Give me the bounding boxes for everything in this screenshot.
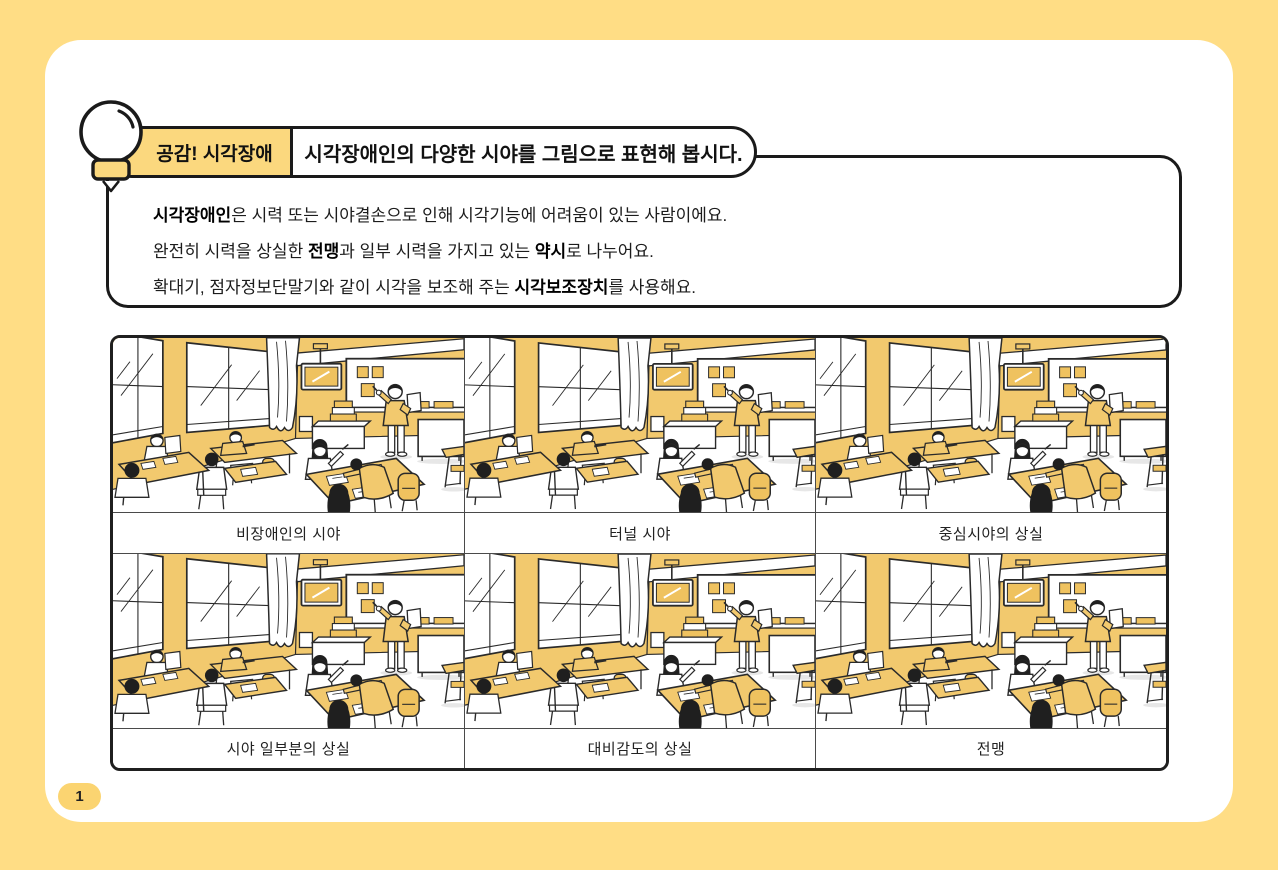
classroom-illustration xyxy=(816,338,1166,512)
vision-panel-caption: 시야 일부분의 상실 xyxy=(113,728,464,768)
vision-panel-caption: 중심시야의 상실 xyxy=(816,512,1166,553)
vision-grid: 비장애인의 시야 터널 시야 중심시야의 상실 시야 일부분의 상실 대비감도의… xyxy=(110,335,1169,771)
vision-panel: 중심시야의 상실 xyxy=(815,338,1166,553)
page-title: 시각장애인의 다양한 시야를 그림으로 표현해 봅시다. xyxy=(304,143,743,166)
vision-panel: 전맹 xyxy=(815,553,1166,768)
classroom-illustration xyxy=(465,554,815,728)
classroom-illustration xyxy=(113,554,464,728)
intro-line-2: 완전히 시력을 상실한 전맹과 일부 시력을 가지고 있는 약시로 나누어요. xyxy=(153,242,654,261)
vision-panel: 비장애인의 시야 xyxy=(113,338,464,553)
classroom-illustration xyxy=(816,554,1166,728)
intro-box: 시각장애인은 시력 또는 시야결손으로 인해 시각기능에 어려움이 있는 사람이… xyxy=(106,155,1182,308)
vision-panel: 대비감도의 상실 xyxy=(464,553,815,768)
vision-panel: 시야 일부분의 상실 xyxy=(113,553,464,768)
vision-panel-caption: 터널 시야 xyxy=(465,512,815,553)
lightbulb-icon xyxy=(79,100,143,193)
vision-panel-caption: 비장애인의 시야 xyxy=(113,512,464,553)
page-number-badge: 1 xyxy=(58,783,101,810)
classroom-illustration xyxy=(113,338,464,512)
intro-line-1: 시각장애인은 시력 또는 시야결손으로 인해 시각기능에 어려움이 있는 사람이… xyxy=(153,206,728,225)
vision-panel: 터널 시야 xyxy=(464,338,815,553)
worksheet-card: 공감! 시각장애 시각장애인의 다양한 시야를 그림으로 표현해 봅시다. 시각… xyxy=(45,40,1233,822)
classroom-illustration xyxy=(465,338,815,512)
vision-panel-caption: 전맹 xyxy=(816,728,1166,768)
vision-panel-caption: 대비감도의 상실 xyxy=(465,728,815,768)
header-pill: 공감! 시각장애 시각장애인의 다양한 시야를 그림으로 표현해 봅시다. xyxy=(106,126,757,178)
intro-line-3: 확대기, 점자정보단말기와 같이 시각을 보조해 주는 시각보조장치를 사용해요… xyxy=(153,278,697,297)
